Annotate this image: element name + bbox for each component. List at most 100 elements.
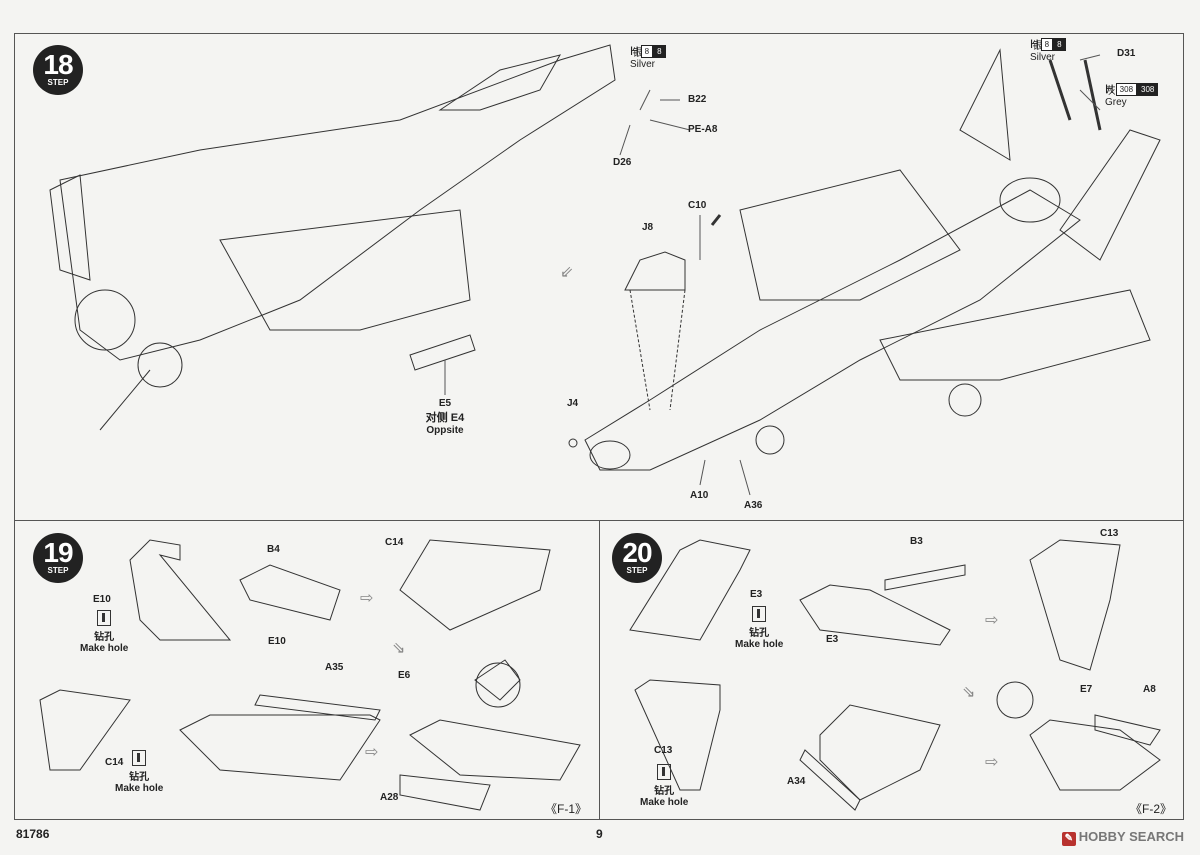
drill-callout-s20b: 钻孔 Make hole: [640, 764, 688, 808]
aircraft-right-wing-2: [879, 289, 1151, 381]
step-19-number: 19: [43, 537, 73, 568]
direction-arrow-icon: ⇘: [392, 640, 406, 657]
drill-callout-s19a: 钻孔 Make hole: [80, 610, 128, 654]
part-label-c10: C10: [688, 200, 707, 211]
part-label-pe-a8: PE-A8: [688, 124, 718, 135]
part-label-e3-a: E3: [750, 589, 763, 600]
part-label-e10-b: E10: [268, 636, 286, 647]
part-j8-lead: [629, 289, 686, 411]
drill-label-en: Make hole: [115, 783, 164, 794]
paint-name-en: Silver: [630, 59, 656, 70]
variant-label-f2: 《F-2》: [1130, 802, 1173, 816]
step-20-word: STEP: [626, 566, 648, 575]
s19-fin-bottom: [39, 689, 131, 771]
aircraft-right-tail-2: [1059, 129, 1161, 261]
drill-icon: [97, 610, 112, 626]
part-label-a36: A36: [744, 500, 763, 511]
paint-prefix: H: [630, 44, 639, 58]
paint-code-outline: 308: [1115, 82, 1138, 96]
part-label-e3-b: E3: [826, 634, 839, 645]
aircraft-left-nozzle-1: [74, 289, 136, 351]
aircraft-left-fuselage: [59, 44, 616, 361]
aircraft-right-fuselage: [584, 189, 1081, 471]
aircraft-left-probe: [99, 369, 151, 431]
part-j4: [568, 438, 578, 448]
s19-part-e6-detail: [475, 662, 521, 708]
part-label-j8: J8: [642, 222, 654, 233]
part-label-a8: A8: [1143, 684, 1156, 695]
aircraft-right-gear: [948, 383, 982, 417]
paint-code-solid: 8: [1053, 37, 1066, 51]
part-label-a35: A35: [325, 662, 344, 673]
direction-arrow-icon: ⇙: [560, 264, 574, 281]
aircraft-right-nozzle: [999, 177, 1061, 223]
part-c10: [710, 214, 722, 226]
s20-part-b3: [884, 564, 966, 591]
drill-label-en: Make hole: [735, 639, 784, 650]
aircraft-right-wing-1: [739, 169, 961, 301]
s19-wing-f1: [409, 719, 581, 781]
part-label-e5-opposite-en: Oppsite: [426, 425, 464, 436]
part-label-c14-top: C14: [385, 537, 404, 548]
paint-callout-silver-a: H88 银色 Silver: [630, 44, 666, 70]
drill-callout-s19b: 钻孔 Make hole: [115, 750, 163, 794]
leader-lines: [444, 54, 1101, 496]
paint-code-outline: 8: [1040, 37, 1054, 51]
aircraft-left-nozzle-2: [137, 342, 183, 388]
s20-stab: [799, 584, 951, 646]
part-label-e10-a: E10: [93, 594, 111, 605]
drill-label-cn: 钻孔: [749, 628, 770, 639]
aircraft-left-wing: [219, 209, 471, 331]
step-19-badge: 19 STEP: [33, 533, 83, 583]
paint-prefix: H: [1030, 37, 1039, 51]
drill-icon: [132, 750, 147, 766]
drill-callout-s20a: 钻孔 Make hole: [735, 606, 783, 650]
step-18-number: 18: [43, 49, 73, 80]
s19-part-a28: [399, 774, 491, 811]
s19-part-e6: [474, 659, 521, 701]
part-callout-e5: E5 对侧 E4 Oppsite: [415, 398, 475, 436]
paint-prefix: H: [1105, 82, 1114, 96]
step-18-badge: 18 STEP: [33, 45, 83, 95]
step-18-word: STEP: [47, 78, 69, 87]
drill-label-cn: 钻孔: [94, 632, 115, 643]
s20-wing-bottom: [819, 704, 941, 801]
paint-name-en: Silver: [1030, 52, 1056, 63]
page-number: 9: [596, 827, 603, 841]
part-label-e6: E6: [398, 670, 411, 681]
part-label-d26: D26: [613, 157, 632, 168]
aircraft-right-intake: [589, 440, 631, 470]
aircraft-right-nosegear: [755, 425, 785, 455]
direction-arrow-icon: ⇨: [360, 590, 374, 607]
part-label-e5: E5: [438, 398, 452, 409]
part-label-b4: B4: [267, 544, 280, 555]
paint-code-solid: 308: [1137, 82, 1159, 96]
watermark-logo-icon: ✎: [1061, 832, 1076, 846]
s19-stab: [239, 564, 341, 621]
s20-fin-bottom: [634, 679, 721, 791]
s20-part-e7-detail: [996, 681, 1034, 719]
part-label-e7: E7: [1080, 684, 1093, 695]
drill-label-en: Make hole: [640, 797, 689, 808]
part-label-a28: A28: [380, 792, 399, 803]
s20-flap: [1029, 539, 1121, 671]
part-d31-rods: [1048, 59, 1102, 131]
part-label-c13-top: C13: [1100, 528, 1119, 539]
s20-fin-top: [629, 539, 751, 641]
aircraft-left-canopy: [438, 54, 562, 111]
drill-label-cn: 钻孔: [129, 772, 150, 783]
drill-icon: [752, 606, 767, 622]
s19-fin-top: [129, 539, 232, 641]
direction-arrow-icon: ⇘: [962, 684, 976, 701]
aircraft-left-tail: [49, 174, 91, 281]
s19-wing-bottom: [179, 714, 381, 781]
part-label-a34: A34: [787, 776, 806, 787]
part-label-j4: J4: [567, 398, 579, 409]
vertical-divider: [599, 520, 600, 820]
paint-callout-silver-b: H88 银色 Silver: [1030, 37, 1066, 63]
direction-arrow-icon: ⇨: [985, 612, 999, 629]
part-label-e5-opposite-cn: 对侧 E4: [425, 412, 465, 424]
s20-part-a8: [1094, 714, 1161, 746]
paint-name-en: Grey: [1105, 97, 1127, 108]
